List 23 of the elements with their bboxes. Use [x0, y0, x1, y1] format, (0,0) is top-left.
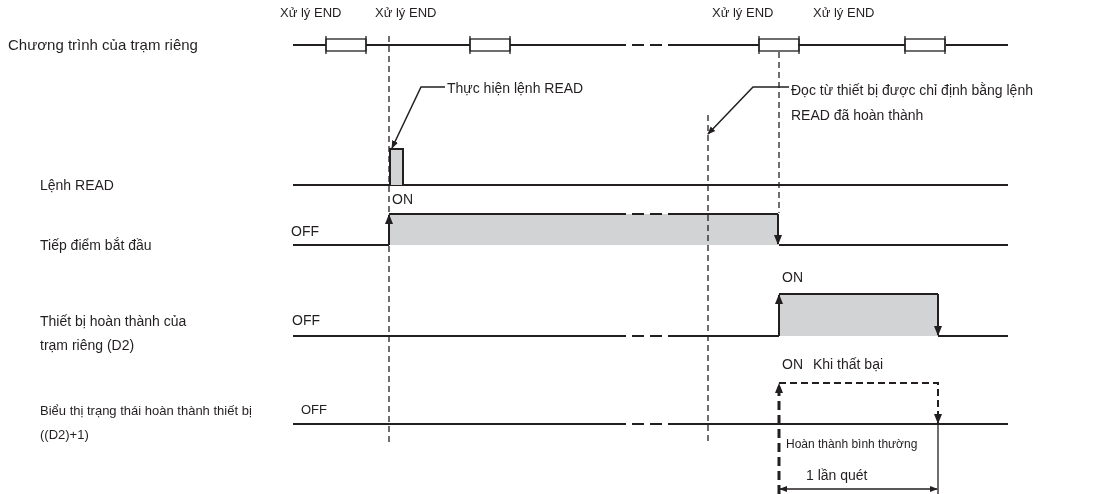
- leader-line: [707, 86, 790, 135]
- label: Tiếp điểm bắt đầu: [40, 236, 152, 254]
- pulse-bar: [389, 148, 404, 185]
- label: Xử lý END: [712, 4, 774, 22]
- label: Biểu thị trạng thái hoàn thành thiết bị ((D2)+1): [40, 402, 253, 444]
- label: OFF: [292, 311, 320, 329]
- label: Chương trình của trạm riêng: [8, 36, 198, 54]
- label: Hoàn thành bình thường: [786, 436, 918, 453]
- label: Thiết bị hoàn thành của trạm riêng (D2): [40, 312, 188, 355]
- label: ON: [782, 268, 803, 286]
- label: OFF: [291, 222, 319, 240]
- label: Lệnh READ: [40, 176, 114, 194]
- leader-line: [391, 86, 446, 149]
- label: ON: [392, 190, 413, 208]
- callout-text: Đọc từ thiết bị được chỉ định bằng lệnh READ đã hoàn thành: [791, 78, 1043, 128]
- label: Khi thất bại: [813, 355, 884, 373]
- label: OFF: [301, 401, 327, 419]
- label: Xử lý END: [280, 4, 342, 22]
- label: Xử lý END: [813, 4, 875, 22]
- label: 1 lần quét: [806, 466, 868, 484]
- callout-text: Thực hiện lệnh READ: [447, 78, 597, 99]
- label: ON: [782, 355, 803, 373]
- label: Xử lý END: [375, 4, 437, 22]
